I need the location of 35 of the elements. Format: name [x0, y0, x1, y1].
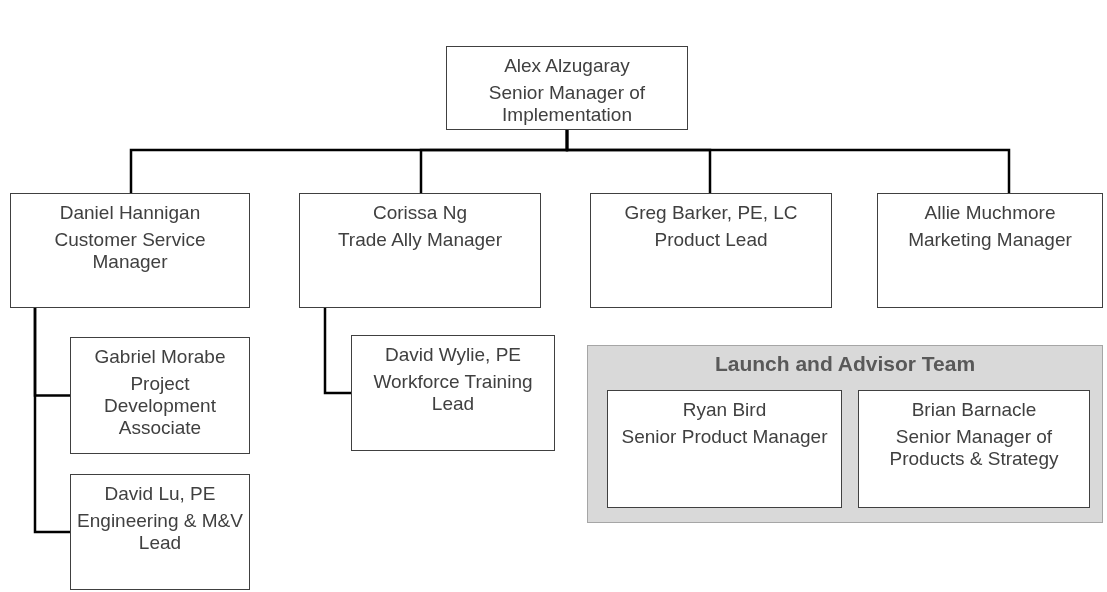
person-name: Greg Barker, PE, LC	[623, 202, 799, 224]
job-title: Senior Manager of Products & Strategy	[888, 425, 1060, 470]
job-title: Workforce Training Lead	[372, 370, 534, 415]
org-box	[351, 335, 555, 451]
org-box	[446, 46, 688, 130]
person-name: Ryan Bird	[681, 399, 768, 421]
job-title: Senior Manager of Implementation	[487, 81, 647, 126]
org-box	[299, 193, 541, 308]
person-name: Allie Muchmore	[923, 202, 1057, 224]
org-box	[607, 390, 842, 508]
team-panel	[587, 345, 1103, 523]
job-title: Senior Product Manager	[620, 425, 829, 448]
team-title: Launch and Advisor Team	[713, 352, 977, 377]
org-box	[70, 337, 250, 454]
job-title: Customer Service Manager	[53, 228, 207, 273]
person-name: Gabriel Morabe	[93, 346, 227, 368]
person-name: Corissa Ng	[372, 202, 468, 224]
person-name: David Wylie, PE	[383, 344, 522, 366]
job-title: Engineering & M&V Lead	[76, 509, 244, 554]
job-title: Marketing Manager	[907, 228, 1073, 251]
job-title: Product Lead	[653, 228, 769, 251]
person-name: Brian Barnacle	[910, 399, 1038, 421]
job-title: Trade Ally Manager	[336, 228, 503, 251]
connector-line	[323, 308, 351, 395]
org-box	[10, 193, 250, 308]
org-box	[70, 474, 250, 590]
person-name: David Lu, PE	[103, 483, 217, 505]
connector-line	[33, 308, 70, 534]
person-name: Alex Alzugaray	[503, 55, 631, 77]
job-title: Project Development Associate	[103, 372, 217, 439]
person-name: Daniel Hannigan	[58, 202, 202, 224]
org-box	[877, 193, 1103, 308]
org-box	[858, 390, 1090, 508]
connector-line	[565, 130, 1011, 193]
org-box	[590, 193, 832, 308]
